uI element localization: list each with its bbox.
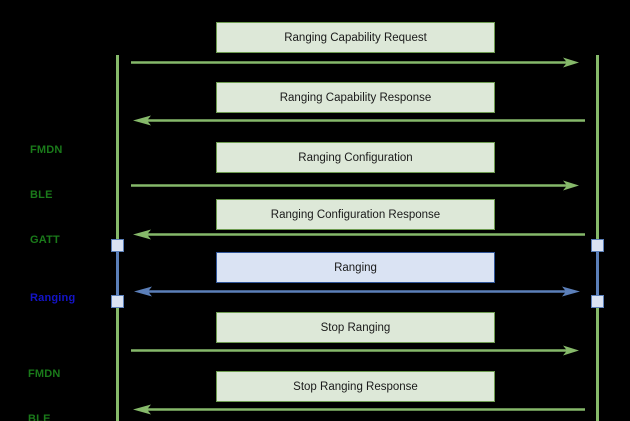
- message-box-stop-ranging: Stop Ranging: [216, 312, 495, 343]
- message-arrow-bidirectional-ranging: [134, 286, 580, 297]
- message-label: Stop Ranging Response: [293, 380, 418, 393]
- phase-label-ranging: Ranging: [30, 261, 75, 336]
- phase-label-fmdn-ble-gatt-top: FMDN BLE GATT: [30, 113, 63, 278]
- message-label: Stop Ranging: [320, 321, 391, 334]
- message-label: Ranging: [334, 261, 377, 274]
- phase-label-line: GATT: [30, 234, 60, 246]
- message-arrow-left-1: [133, 115, 585, 126]
- phase-label-line: Ranging: [30, 292, 76, 304]
- activation-bar-left: [116, 248, 119, 306]
- message-box-ranging-configuration-response: Ranging Configuration Response: [216, 199, 495, 230]
- message-box-ranging-capability-response: Ranging Capability Response: [216, 82, 495, 113]
- activation-node-left-start: [111, 239, 124, 252]
- phase-label-fmdn-ble-gatt-bottom: FMDN BLE GATT: [28, 337, 61, 421]
- message-label: Ranging Capability Response: [279, 91, 432, 104]
- message-arrow-left-3: [133, 404, 585, 415]
- activation-node-right-start: [591, 239, 604, 252]
- phase-label-line: BLE: [30, 189, 53, 201]
- activation-bar-right: [596, 248, 599, 306]
- activation-node-left-end: [111, 295, 124, 308]
- message-box-stop-ranging-response: Stop Ranging Response: [216, 371, 495, 402]
- message-box-ranging: Ranging: [216, 252, 495, 283]
- phase-label-line: BLE: [28, 413, 51, 421]
- lifeline-right: [596, 55, 599, 421]
- phase-label-line: FMDN: [30, 144, 63, 156]
- message-arrow-left-2: [133, 229, 585, 240]
- phase-label-line: FMDN: [28, 368, 61, 380]
- message-box-ranging-configuration: Ranging Configuration: [216, 142, 495, 173]
- lifeline-left: [116, 55, 119, 421]
- activation-node-right-end: [591, 295, 604, 308]
- message-label: Ranging Configuration: [298, 151, 413, 164]
- message-arrow-right-2: [131, 180, 581, 191]
- message-arrow-right-1: [131, 57, 581, 68]
- message-arrow-right-3: [131, 345, 581, 356]
- message-label: Ranging Configuration Response: [270, 208, 441, 221]
- message-label: Ranging Capability Request: [284, 31, 427, 44]
- message-box-ranging-capability-request: Ranging Capability Request: [216, 22, 495, 53]
